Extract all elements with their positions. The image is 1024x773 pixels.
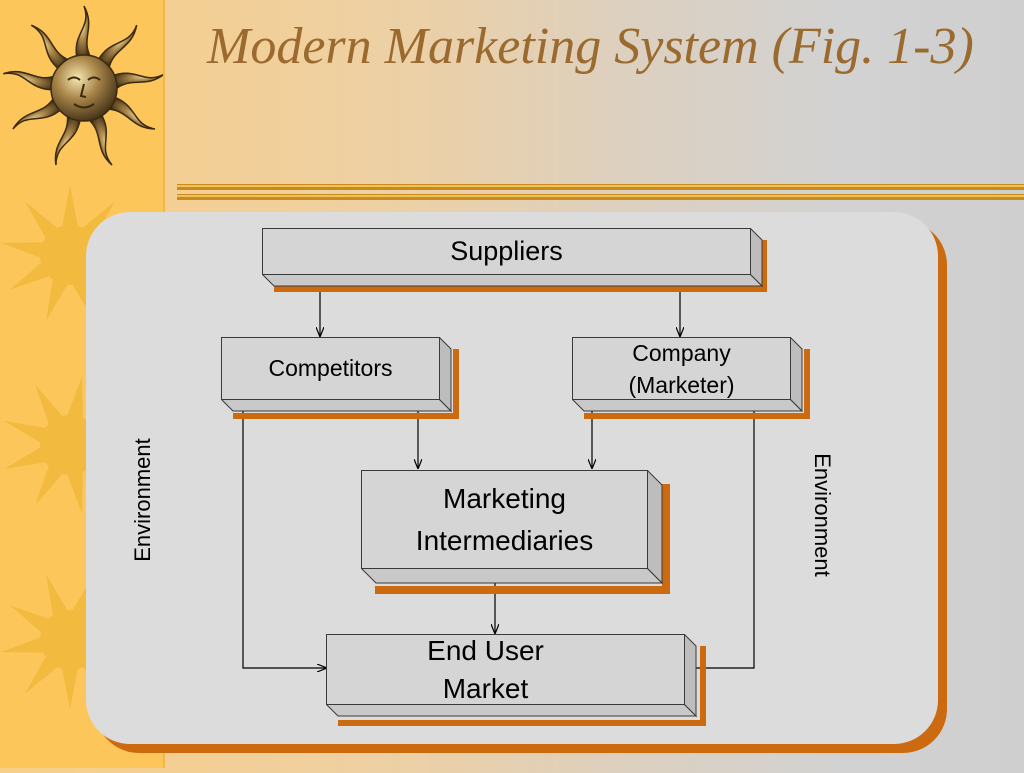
- node-end-user-market-label: End User Market: [326, 634, 685, 705]
- title-divider: [177, 184, 1024, 200]
- box-bevel: [326, 634, 706, 726]
- box-bevel: [361, 470, 670, 594]
- box-bevel: [262, 228, 767, 292]
- sun-icon: [1, 185, 140, 710]
- node-company-label: Company (Marketer): [572, 337, 791, 400]
- node-intermediaries-line1: Marketing: [443, 482, 566, 514]
- node-competitors: Competitors: [221, 337, 459, 419]
- metal-sun-icon: [3, 5, 166, 166]
- node-competitors-label: Competitors: [221, 337, 440, 400]
- node-suppliers: Suppliers: [262, 228, 767, 292]
- node-end-user-line1: End User: [427, 634, 544, 666]
- environment-label-left: Environment: [130, 438, 155, 562]
- edge-company-enduser: [672, 400, 755, 668]
- sun-pattern: [1, 5, 166, 710]
- node-end-user-market: End User Market: [326, 634, 706, 726]
- node-suppliers-label: Suppliers: [262, 228, 751, 275]
- node-marketing-intermediaries: Marketing Intermediaries: [361, 470, 670, 594]
- node-intermediaries-line2: Intermediaries: [415, 524, 594, 556]
- environment-label-right: Environment: [810, 453, 835, 577]
- node-marketing-intermediaries-label: Marketing Intermediaries: [361, 470, 648, 569]
- node-company-line1: Company: [632, 339, 731, 366]
- node-company: Company (Marketer): [572, 337, 810, 419]
- slide-title: Modern Marketing System (Fig. 1-3): [207, 18, 974, 75]
- edge-competitors-enduser: [242, 400, 326, 668]
- node-company-line2: (Marketer): [628, 371, 735, 398]
- node-end-user-line2: Market: [442, 672, 529, 704]
- box-bevel: [221, 337, 459, 419]
